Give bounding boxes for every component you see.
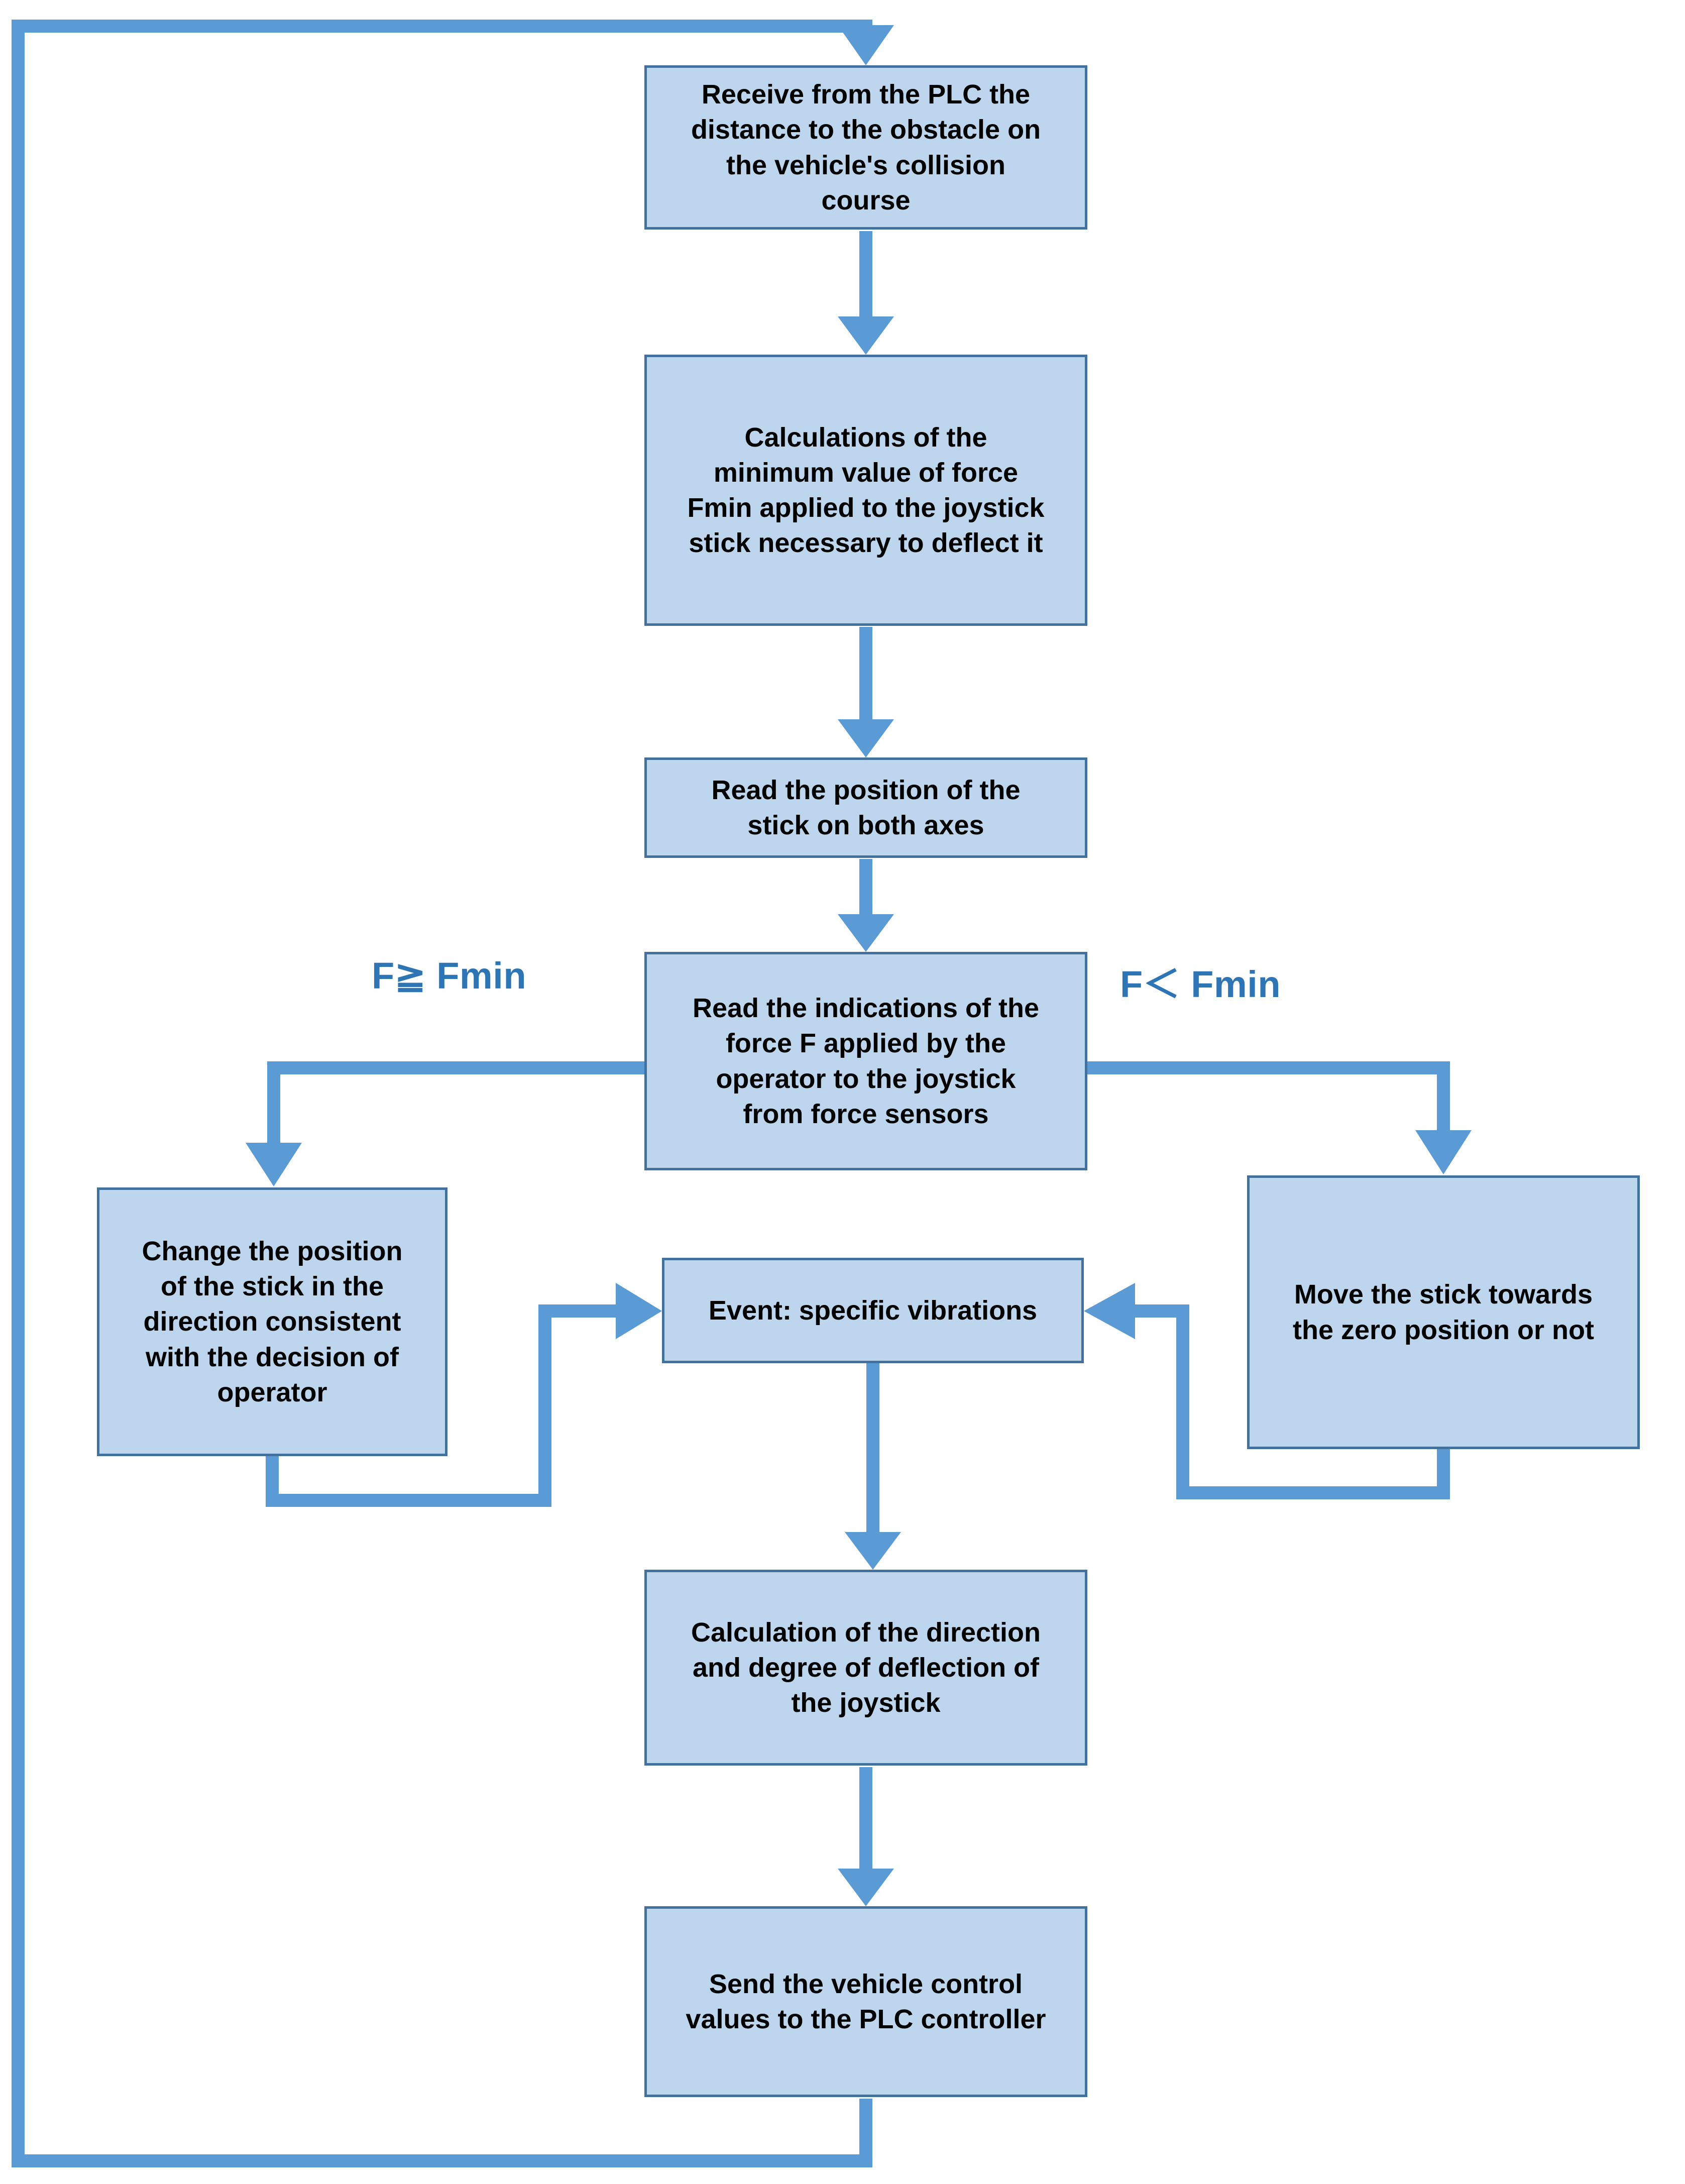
edge-event-to-calc (845, 1363, 901, 1570)
edge-calc-to-send (838, 1767, 894, 1906)
edge-read-position-to-read-force (838, 859, 894, 952)
node-calculate-fmin-label: Calculations of the minimum value of for… (687, 422, 1045, 559)
node-event-vibrations-label: Event: specific vibrations (708, 1295, 1038, 1326)
node-calculate-fmin[interactable]: Calculations of the minimum value of for… (644, 355, 1087, 626)
node-read-force-sensors-label: Read the indications of the force F appl… (692, 993, 1040, 1129)
edge-force-left-branch (246, 1061, 644, 1186)
node-change-stick-position-label: Change the position of the stick in the … (142, 1236, 403, 1407)
edge-force-right-branch (1087, 1061, 1472, 1174)
edge-receive-to-calculate (838, 231, 894, 355)
node-event-vibrations[interactable]: Event: specific vibrations (662, 1258, 1084, 1363)
node-change-stick-position[interactable]: Change the position of the stick in the … (97, 1187, 447, 1456)
node-send-values-plc-label: Send the vehicle control values to the P… (686, 1969, 1046, 2034)
node-calc-direction-deflection-label: Calculation of the direction and degree … (691, 1617, 1041, 1718)
node-read-stick-position[interactable]: Read the position of the stick on both a… (644, 757, 1087, 858)
node-send-values-plc[interactable]: Send the vehicle control values to the P… (644, 1906, 1087, 2097)
node-move-stick-zero-label: Move the stick towards the zero position… (1293, 1279, 1594, 1345)
edge-move-to-event (1084, 1283, 1450, 1499)
condition-label-f-lt-fmin: F＜ Fmin (1120, 963, 1281, 1005)
node-read-stick-position-label: Read the position of the stick on both a… (711, 775, 1021, 840)
node-receive-distance-label: Receive from the PLC the distance to the… (691, 79, 1041, 215)
edge-send-loopback-to-receive (12, 20, 894, 2167)
node-calc-direction-deflection[interactable]: Calculation of the direction and degree … (644, 1570, 1087, 1766)
edge-calculate-to-read-position (838, 627, 894, 757)
node-move-stick-zero[interactable]: Move the stick towards the zero position… (1247, 1175, 1640, 1449)
edge-change-to-event (266, 1283, 662, 1507)
node-read-force-sensors[interactable]: Read the indications of the force F appl… (644, 952, 1087, 1170)
node-receive-distance[interactable]: Receive from the PLC the distance to the… (644, 65, 1087, 230)
condition-label-f-ge-fmin: F≧ Fmin (372, 955, 527, 997)
